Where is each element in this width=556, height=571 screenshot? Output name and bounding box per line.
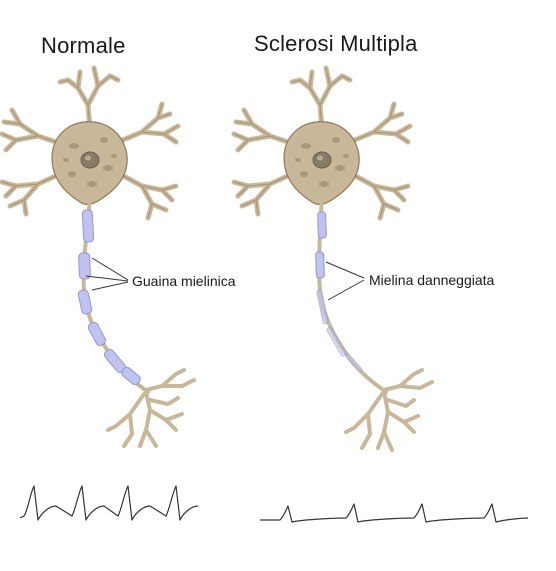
myelin-segment bbox=[121, 366, 141, 386]
panel-title-normal: Normale bbox=[41, 33, 126, 58]
myelin-fragment bbox=[326, 326, 347, 357]
signal-normal bbox=[19, 485, 199, 521]
axon-terminal-normal bbox=[106, 368, 196, 448]
axon-terminal-damaged bbox=[344, 368, 434, 452]
neuron-damaged-icon bbox=[234, 68, 410, 218]
axon-damaged bbox=[315, 194, 388, 394]
panel-title-ms: Sclerosi Multipla bbox=[254, 31, 418, 56]
myelin-fragment bbox=[317, 211, 327, 239]
neuron-normal-icon bbox=[2, 68, 178, 218]
signal-damaged bbox=[260, 503, 529, 523]
myelin-fragment bbox=[316, 289, 329, 325]
myelin-segment bbox=[78, 252, 91, 280]
leader-lines bbox=[85, 257, 365, 301]
label-myelin-sheath: Guaina mielinica bbox=[132, 273, 236, 289]
label-damaged-myelin: Mielina danneggiata bbox=[369, 272, 495, 288]
myelin-fragment bbox=[345, 353, 363, 373]
myelin-segment bbox=[77, 289, 93, 315]
myelin-segment bbox=[81, 209, 95, 243]
myelin-segment bbox=[87, 321, 107, 347]
myelin-fragment bbox=[315, 251, 325, 279]
axon-normal bbox=[77, 194, 150, 394]
